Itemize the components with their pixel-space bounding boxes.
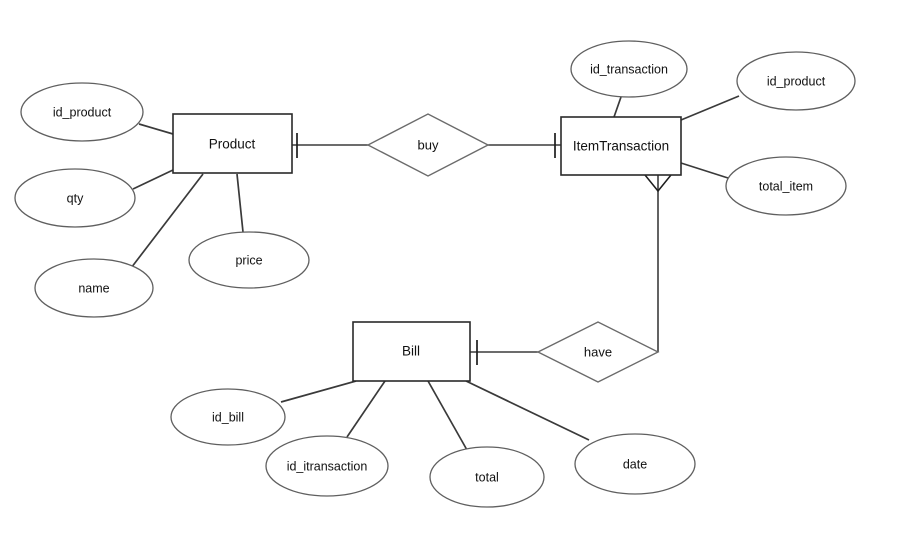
link-item-id_product <box>680 95 740 121</box>
attribute-label: id_transaction <box>590 62 668 76</box>
relationship-connector-lines <box>292 144 659 353</box>
attribute-label: id_itransaction <box>287 459 368 473</box>
attribute-ellipse <box>570 40 688 98</box>
attribute-label: id_product <box>53 105 112 119</box>
entity-label: Bill <box>402 344 420 359</box>
link-product-qty <box>132 169 174 190</box>
entity-node-bill[interactable]: Bill <box>352 321 471 382</box>
attribute-node-product-price[interactable]: price <box>188 231 310 289</box>
entity-node-itemtransaction[interactable]: ItemTransaction <box>560 116 682 176</box>
link-bill-id_itransaction <box>346 380 386 438</box>
link-product-id_product <box>138 123 174 135</box>
attribute-node-item-total_item[interactable]: total_item <box>725 156 847 216</box>
entity-rect <box>352 321 471 382</box>
entity-rect <box>172 113 293 174</box>
attribute-node-item-id_product[interactable]: id_product <box>736 51 856 111</box>
link-product-name <box>127 173 204 273</box>
relationship-node-have[interactable]: have <box>536 321 660 383</box>
entity-label: ItemTransaction <box>573 139 669 154</box>
link-item-id_transaction <box>613 96 622 118</box>
relationship-label: buy <box>418 137 439 152</box>
relationship-diamond <box>366 113 490 177</box>
attribute-ellipse <box>574 433 696 495</box>
attribute-connector-lines <box>127 95 740 451</box>
link-item-total_item <box>680 162 729 179</box>
attribute-label: date <box>623 457 647 471</box>
entity-label: Product <box>209 137 256 152</box>
attribute-ellipse <box>725 156 847 216</box>
link-product-price <box>236 173 244 233</box>
relationship-node-buy[interactable]: buy <box>366 113 490 177</box>
link-bill-total <box>427 380 468 451</box>
attribute-node-bill-id_itransaction[interactable]: id_itransaction <box>265 435 389 497</box>
attribute-label: name <box>78 281 109 295</box>
attribute-node-bill-id_bill[interactable]: id_bill <box>170 388 286 446</box>
entity-node-product[interactable]: Product <box>172 113 293 174</box>
relationship-label: have <box>584 344 612 359</box>
cardinality-many-crowsfoot-icon <box>644 174 672 193</box>
entity-nodes: Product ItemTransaction Bill <box>172 113 682 382</box>
attribute-node-bill-total[interactable]: total <box>429 446 545 508</box>
attribute-ellipse <box>14 168 136 228</box>
attribute-ellipse <box>429 446 545 508</box>
attribute-label: qty <box>67 191 84 205</box>
attribute-ellipse <box>265 435 389 497</box>
relationship-diamond <box>536 321 660 383</box>
attribute-ellipse <box>188 231 310 289</box>
attribute-label: id_bill <box>212 410 244 424</box>
attribute-node-bill-date[interactable]: date <box>574 433 696 495</box>
attribute-node-product-name[interactable]: name <box>34 258 154 318</box>
attribute-label: id_product <box>767 74 826 88</box>
cardinality-marks <box>296 133 672 365</box>
attribute-ellipse <box>20 82 144 142</box>
attribute-node-product-id_product[interactable]: id_product <box>20 82 144 142</box>
link-bill-date <box>465 380 590 441</box>
attribute-label: total <box>475 470 499 484</box>
relationship-nodes: buy have <box>366 113 660 383</box>
attribute-ellipse <box>736 51 856 111</box>
attribute-label: total_item <box>759 179 813 193</box>
attribute-ellipse <box>34 258 154 318</box>
attribute-ellipse <box>170 388 286 446</box>
attribute-node-product-qty[interactable]: qty <box>14 168 136 228</box>
attribute-label: price <box>235 253 262 267</box>
attribute-nodes: id_product qty name price id_transaction… <box>14 40 856 508</box>
entity-rect <box>560 116 682 176</box>
link-bill-id_bill <box>280 380 357 403</box>
attribute-node-item-id_transaction[interactable]: id_transaction <box>570 40 688 98</box>
